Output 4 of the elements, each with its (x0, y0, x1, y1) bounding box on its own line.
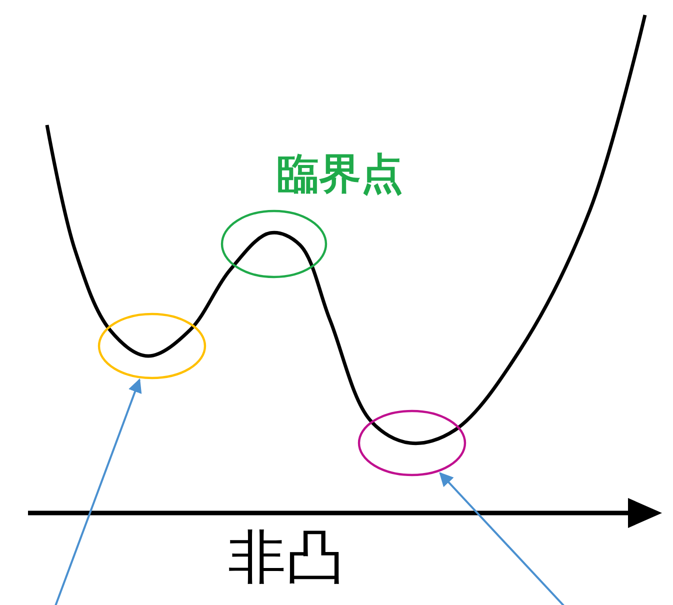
point-label: 臨界点 (276, 153, 404, 195)
axis-label: 非凸 (228, 528, 344, 586)
arrow (54, 378, 142, 605)
arrow (439, 472, 566, 605)
